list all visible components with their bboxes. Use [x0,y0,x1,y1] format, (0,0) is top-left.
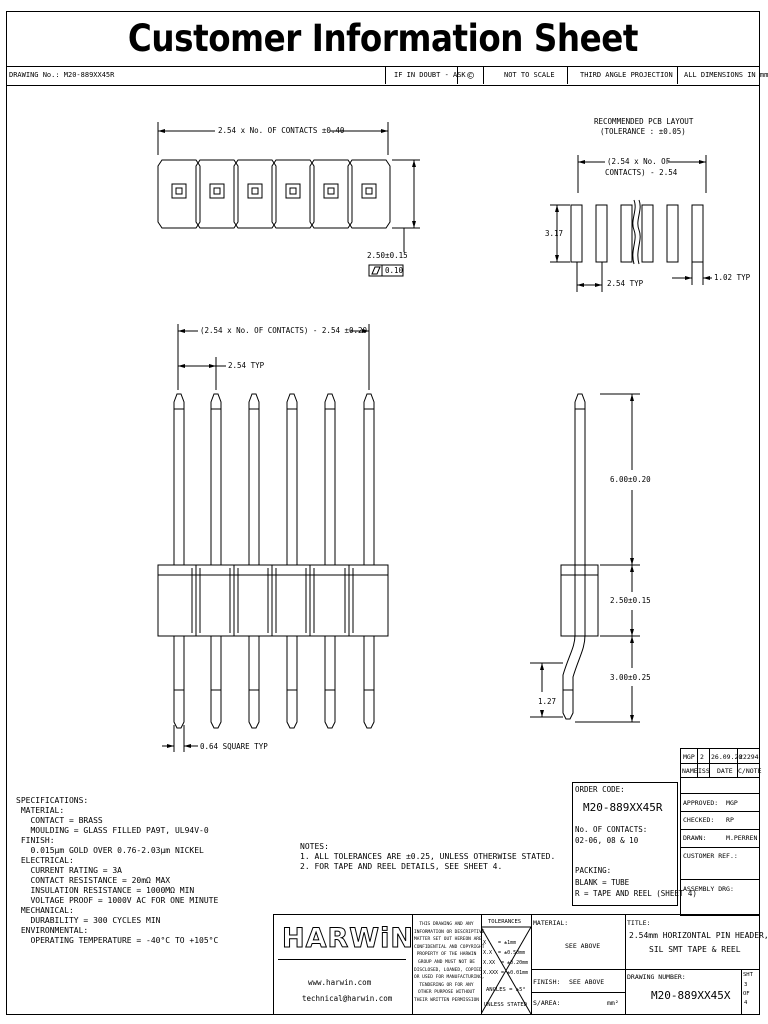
copyright-icon: © [458,67,484,84]
dim-flatness: 0.10 [385,266,404,275]
legal-notice: THIS DRAWING AND ANY INFORMATION OR DESC… [414,922,485,1003]
not-to-scale: NOT TO SCALE [484,67,568,84]
dim-pin-size: 0.64 SQUARE TYP [200,742,268,751]
sheet-total: 4 [744,1000,748,1006]
dim-body-height: 2.50±0.15 [367,251,408,260]
dim-front-span: (2.54 x No. OF CONTACTS) - 2.54 ±0.20 [200,326,368,335]
drawing-number: M20-889XX45X [651,989,731,1002]
dim-offset: 1.27 [538,697,557,706]
harwin-logo: HARWiN [282,923,414,955]
dim-pin-height: 6.00±0.20 [610,475,651,484]
if-in-doubt: IF IN DOUBT - ASK [386,67,466,84]
website: www.harwin.com [308,978,372,987]
drawing-title-line1: 2.54mm HORIZONTAL PIN HEADER, [629,931,768,940]
top-view-body [157,159,391,229]
header-strip: DRAWING No.: M20-889XX45R IF IN DOUBT - … [6,66,768,86]
sheet-title: Customer Information Sheet [127,17,639,60]
pcb-pad-length: 3.17 [545,229,564,238]
checked: CHECKED: RP [683,816,734,824]
pcb-pitch: 2.54 TYP [607,279,644,288]
pcb-layout-tolerance: (TOLERANCE : ±0.05) [600,127,686,136]
customer-ref: CUSTOMER REF.: [683,852,738,860]
email: technical@harwin.com [302,994,393,1003]
dim-side-body-height: 2.50±0.15 [610,596,651,605]
specifications: SPECIFICATIONS: MATERIAL: CONTACT = BRAS… [16,796,219,945]
revision-block: MGP 2 26.09.20 22294 NAME ISS DATE C/NOT… [680,748,761,916]
approved: APPROVED: MGP [683,799,738,807]
all-dimensions: ALL DIMENSIONS IN mm [684,71,768,79]
assembly-drg: ASSEMBLY DRG: [683,885,734,893]
order-code: M20-889XX45R [583,801,663,814]
title-block: HARWiN www.harwin.com technical@harwin.c… [273,914,768,1015]
pcb-span-line2: CONTACTS) - 2.54 [605,168,678,177]
order-code-box: ORDER CODE: M20-889XX45R No. OF CONTACTS… [572,782,697,906]
side-view [560,393,599,720]
front-view-body [157,564,389,637]
dim-front-pitch: 2.54 TYP [228,361,265,370]
dim-lead-length: 3.00±0.25 [610,673,651,682]
drawing-title-line2: SIL SMT TAPE & REEL [649,945,741,954]
sheet-number: 3 [744,982,748,988]
front-view-pins [173,393,375,729]
pcb-layout-title: RECOMMENDED PCB LAYOUT [594,117,694,126]
drawing-no: DRAWING No.: M20-889XX45R [6,67,386,84]
dim-overall-length: 2.54 x No. OF CONTACTS ±0.40 [218,126,345,135]
pcb-pad-width: 1.02 TYP [714,273,751,282]
pcb-span-line1: (2.54 x No. OF [607,157,671,166]
drawn: DRAWN: M.PERREN [683,834,758,842]
notes: NOTES: 1. ALL TOLERANCES ARE ±0.25, UNLE… [300,842,556,871]
tolerance-cross [481,926,531,1014]
projection: THIRD ANGLE PROJECTION [568,67,678,84]
